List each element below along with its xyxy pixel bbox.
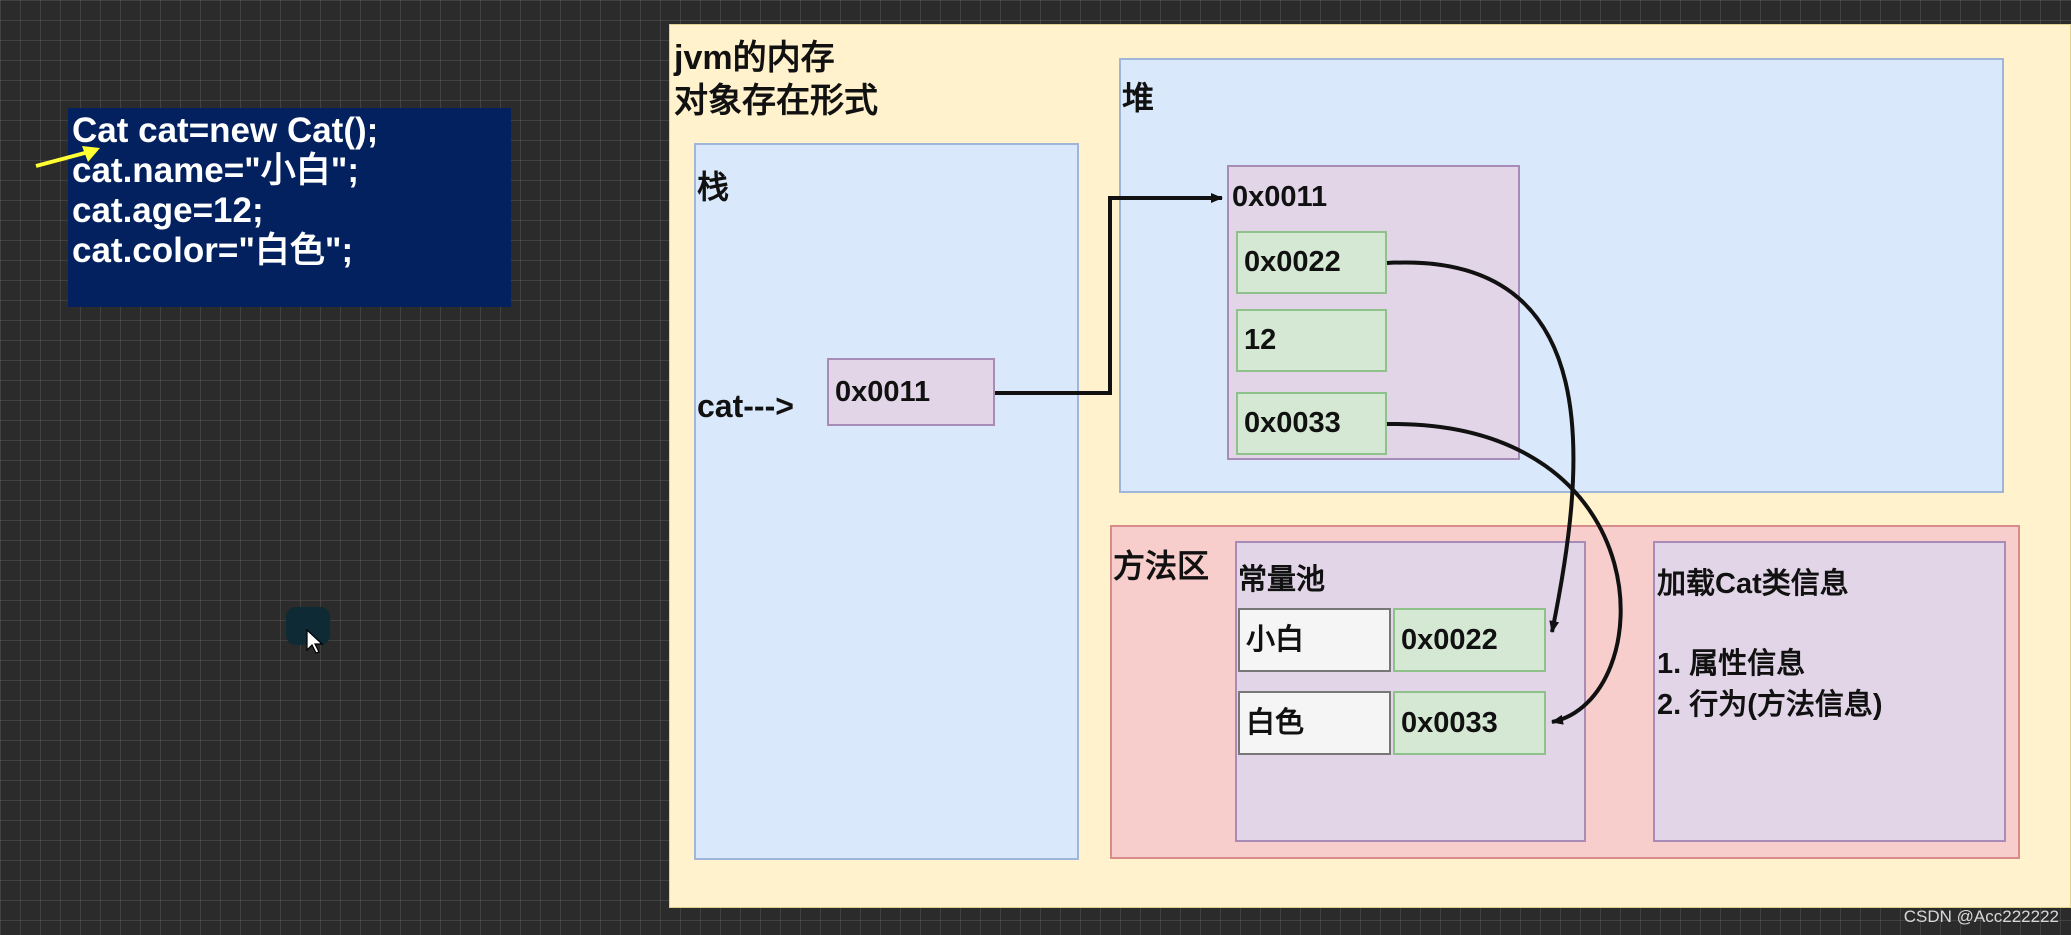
stack-var-label: cat---> (697, 388, 794, 424)
mouse-cursor-icon (306, 628, 324, 654)
class-info-item: 2. 行为(方法信息) (1657, 689, 1883, 721)
pool-text: 白色 (1246, 706, 1305, 739)
stack-ref-cell: 0x0011 (827, 358, 995, 426)
pool-entry-text: 小白 (1238, 608, 1391, 672)
jvm-title-line2: 对象存在形式 (674, 82, 878, 120)
stack-ref-value: 0x0011 (835, 375, 931, 408)
pool-address: 0x0022 (1401, 623, 1498, 656)
class-info-box (1653, 541, 2006, 842)
method-area-label: 方法区 (1113, 548, 1210, 584)
pool-entry-address: 0x0033 (1393, 691, 1546, 755)
heap-field-color: 0x0033 (1236, 392, 1387, 455)
pool-entry-text: 白色 (1238, 691, 1391, 755)
code-line: cat.color="白色"; (72, 231, 354, 270)
heap-field-value: 0x0022 (1244, 246, 1341, 278)
jvm-title-line1: jvm的内存 (674, 39, 835, 77)
watermark: CSDN @Acc222222 (1903, 907, 2059, 926)
class-info-item: 1. 属性信息 (1657, 648, 1806, 680)
pool-address: 0x0033 (1401, 706, 1498, 739)
heap-field-value: 0x0033 (1244, 407, 1341, 439)
heap-label: 堆 (1122, 80, 1155, 116)
pool-text: 小白 (1246, 623, 1305, 656)
stack-to-heap-arrow (995, 193, 1223, 395)
heap-object-address: 0x0011 (1232, 181, 1328, 213)
stack-area (694, 143, 1079, 860)
pool-entry-address: 0x0022 (1393, 608, 1546, 672)
code-line: Cat cat=new Cat(); (72, 111, 379, 150)
heap-field-age: 12 (1236, 309, 1387, 372)
heap-field-name: 0x0022 (1236, 231, 1387, 294)
class-info-title: 加载Cat类信息 (1657, 568, 1849, 600)
pointer-arrow-icon (35, 146, 100, 168)
name-ref-arrow (1386, 260, 1576, 633)
code-snippet: Cat cat=new Cat(); cat.name="小白"; cat.ag… (68, 108, 511, 307)
color-ref-arrow (1386, 421, 1623, 725)
constant-pool-label: 常量池 (1238, 564, 1326, 596)
code-line: cat.age=12; (72, 191, 264, 230)
heap-field-value: 12 (1244, 324, 1277, 356)
stack-label: 栈 (697, 169, 730, 205)
code-line: cat.name="小白"; (72, 151, 360, 190)
